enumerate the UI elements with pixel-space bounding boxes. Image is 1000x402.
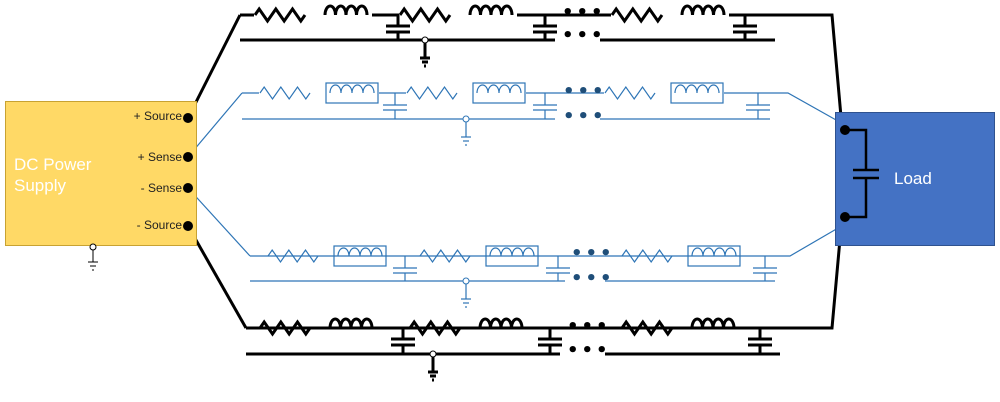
inductor-box-1-2 [670, 82, 724, 104]
plus-load-lead [775, 13, 844, 129]
inductor-1-0 [329, 84, 375, 94]
inductor-1-1 [476, 84, 522, 94]
ellipsis-bottom-sense-series: ••• [571, 243, 615, 264]
ellipsis-top-sense-series: ••• [563, 81, 607, 102]
resistor-2-2 [621, 248, 673, 264]
ellipsis-top-power-return: ••• [562, 25, 606, 46]
inductor-box-2-0 [333, 245, 387, 267]
inductor-3-2 [690, 317, 736, 329]
ellipsis-bottom-power-return: ••• [567, 340, 611, 361]
ellipsis-top-power-series: ••• [562, 2, 606, 23]
ellipsis-bottom-power-series: ••• [567, 316, 611, 337]
inductor-2-0 [337, 247, 383, 257]
inductor-0-1 [468, 4, 514, 16]
resistor-0-1 [398, 6, 452, 24]
resistor-1-1 [406, 85, 458, 101]
minus-sense-load-lead [775, 223, 846, 257]
inductor-0-2 [680, 4, 726, 16]
dc-power-supply: DC Power Supply + Source + Sense - Sense… [5, 101, 197, 246]
resistor-3-2 [620, 319, 674, 337]
conductor-gap-0-2 [611, 13, 729, 17]
ellipsis-bottom-sense-return: ••• [571, 268, 615, 289]
power-supply-title: DC Power Supply [14, 155, 92, 195]
resistor-1-0 [259, 85, 311, 101]
inductor-3-1 [478, 317, 524, 329]
resistor-1-2 [604, 85, 656, 101]
inductor-2-1 [489, 247, 535, 257]
resistor-2-0 [267, 248, 319, 264]
plus-source-lead [186, 14, 242, 119]
plus-sense-lead [187, 92, 243, 158]
conductor-gap-1-0 [259, 91, 379, 95]
minus-sense-lead [187, 187, 251, 257]
minus-load-lead [780, 216, 844, 330]
conductor-gap-0-0 [254, 13, 372, 17]
terminal-label-minus-source: - Source [136, 218, 182, 232]
inductor-box-2-1 [485, 245, 539, 267]
resistor-0-2 [610, 6, 664, 24]
inductor-2-2 [691, 247, 737, 257]
resistor-0-0 [253, 6, 307, 24]
terminal-label-minus-sense: - Sense [140, 181, 182, 195]
inductor-box-1-1 [472, 82, 526, 104]
resistor-3-1 [408, 319, 462, 337]
inductor-box-1-0 [325, 82, 379, 104]
inductor-1-2 [674, 84, 720, 94]
inductor-3-0 [328, 317, 374, 329]
resistor-2-1 [419, 248, 471, 264]
minus-source-lead [186, 225, 248, 329]
conductor-gap-1-1 [406, 91, 526, 95]
resistor-3-0 [258, 319, 312, 337]
inductor-0-0 [323, 4, 369, 16]
load-block: Load [835, 112, 995, 246]
plus-sense-load-lead [770, 92, 846, 126]
conductor-gap-0-1 [399, 13, 517, 17]
terminal-label-plus-source: + Source [133, 109, 182, 123]
load-label: Load [894, 169, 932, 188]
ellipsis-top-sense-return: ••• [563, 106, 607, 127]
conductor-gap-1-2 [604, 91, 724, 95]
terminal-label-plus-sense: + Sense [137, 150, 182, 164]
inductor-box-2-2 [687, 245, 741, 267]
